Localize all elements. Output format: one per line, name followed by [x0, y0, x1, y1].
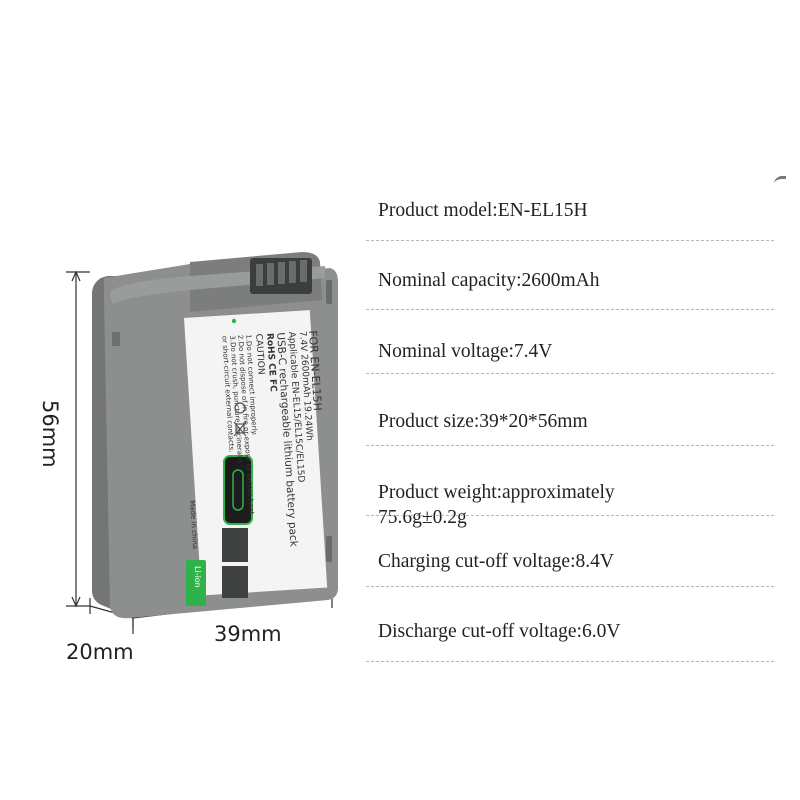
spec-nominal-voltage: Nominal voltage:7.4V: [378, 341, 553, 362]
crossed-bin-icon: [233, 421, 247, 437]
battery-illustration: [66, 252, 338, 634]
spec-divider: [366, 309, 774, 310]
spec-divider: [366, 586, 774, 587]
battery-label: [184, 310, 328, 596]
label-text-block: FOR EN-EL15H 7.4V 2600mAh 19.24Wh Applic…: [198, 330, 333, 587]
recycle-icon: [234, 402, 246, 414]
spec-divider: [366, 515, 774, 516]
width-dimension-label: 39mm: [214, 622, 282, 646]
height-dimension-line: [66, 270, 90, 608]
usb-c-port-icon: [223, 455, 253, 525]
spec-divider: [366, 445, 774, 446]
spec-divider: [366, 373, 774, 374]
battery-contacts: [250, 258, 312, 294]
corner-mark: [774, 176, 786, 191]
spec-product-weight-value: 75.6g±0.2g: [378, 507, 467, 528]
depth-dimension-label: 20mm: [66, 640, 134, 664]
spec-discharge-cutoff: Discharge cut-off voltage:6.0V: [378, 621, 621, 642]
spec-divider: [366, 661, 774, 662]
spec-divider: [366, 240, 774, 241]
spec-charging-cutoff: Charging cut-off voltage:8.4V: [378, 551, 614, 572]
spec-product-weight: Product weight:approximately: [378, 482, 615, 503]
li-ion-badge: [186, 560, 206, 606]
spec-product-size: Product size:39*20*56mm: [378, 411, 588, 432]
spec-product-model: Product model:EN-EL15H: [378, 200, 588, 221]
li-ion-badge-text: Li-ion: [193, 566, 202, 588]
spec-nominal-capacity: Nominal capacity:2600mAh: [378, 270, 600, 291]
